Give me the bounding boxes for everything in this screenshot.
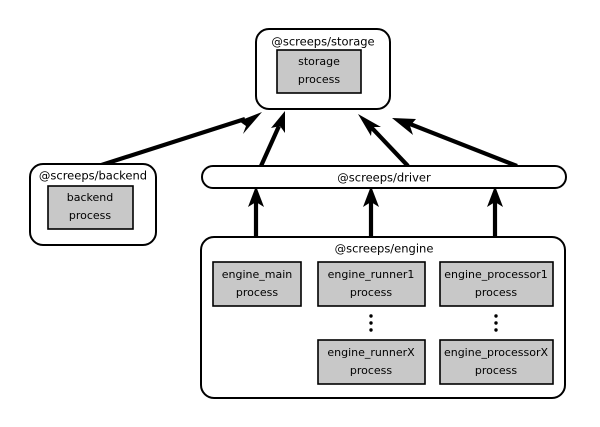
process-engine-processor1-line1: engine_processor1 bbox=[444, 268, 548, 281]
package-storage[interactable]: @screeps/storage storage process bbox=[255, 28, 391, 110]
process-box-engine-runnerx[interactable] bbox=[317, 339, 426, 385]
package-backend-label: @screeps/backend bbox=[39, 169, 147, 183]
ellipsis-processor-column bbox=[494, 314, 498, 332]
ellipsis-runner-column bbox=[369, 314, 373, 332]
process-engine-main-line1: engine_main bbox=[222, 268, 293, 281]
process-storage-line1: storage bbox=[298, 55, 340, 68]
process-engine-runner1-line2: process bbox=[350, 286, 393, 299]
process-box-backend[interactable] bbox=[47, 185, 134, 230]
process-engine-processor1-line2: process bbox=[475, 286, 518, 299]
process-engine-runnerx-line2: process bbox=[350, 364, 393, 377]
package-driver[interactable]: @screeps/driver bbox=[201, 165, 567, 189]
process-box-engine-processorx[interactable] bbox=[439, 339, 554, 385]
package-driver-label: @screeps/driver bbox=[337, 171, 431, 185]
process-backend-line1: backend bbox=[67, 191, 113, 204]
process-engine-processorx-line2: process bbox=[475, 364, 518, 377]
process-box-engine-processor1[interactable] bbox=[439, 261, 554, 307]
arrow-backend-to-storage bbox=[91, 112, 262, 170]
package-storage-label: @screeps/storage bbox=[271, 35, 374, 49]
package-engine-label: @screeps/engine bbox=[335, 242, 434, 256]
process-box-engine-main[interactable] bbox=[212, 261, 302, 307]
process-backend-line2: process bbox=[69, 209, 112, 222]
process-engine-runnerx-line1: engine_runnerX bbox=[327, 346, 415, 359]
arrow-engine-to-driver-1 bbox=[248, 186, 264, 238]
package-driver-border bbox=[201, 165, 567, 189]
process-box-storage[interactable] bbox=[276, 49, 362, 94]
process-engine-main-line2: process bbox=[236, 286, 279, 299]
arrow-engine-to-driver-2 bbox=[363, 186, 379, 238]
process-box-engine-runner1[interactable] bbox=[317, 261, 426, 307]
arrow-driver-to-storage-1 bbox=[259, 111, 285, 167]
package-backend[interactable]: @screeps/backend backend process bbox=[29, 163, 157, 246]
process-storage-line2: process bbox=[298, 73, 341, 86]
arrow-engine-to-driver-3 bbox=[487, 186, 503, 238]
process-engine-runner1-line1: engine_runner1 bbox=[328, 268, 415, 281]
arrow-driver-to-storage-3 bbox=[392, 118, 518, 168]
package-engine[interactable]: @screeps/engine engine_main process engi… bbox=[200, 236, 566, 399]
process-engine-processorx-line1: engine_processorX bbox=[444, 346, 549, 359]
arrow-driver-to-storage-2 bbox=[358, 114, 410, 168]
